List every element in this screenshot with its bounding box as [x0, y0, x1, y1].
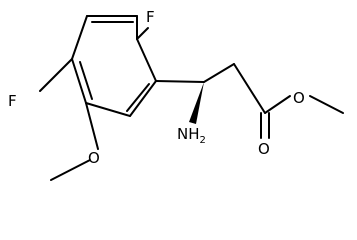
ring-bond-c5-c6	[71, 15, 88, 60]
amine-subscript: 2	[200, 135, 206, 146]
ring-bond-c3-c3-inner	[126, 83, 150, 112]
bond-o-methoxy-to-methyl	[50, 159, 91, 181]
benzene-ring	[71, 15, 157, 117]
bond-to-f-left	[39, 58, 73, 92]
bond-ch2-to-carbonyl-carbon	[233, 63, 266, 114]
amine-label: NH2	[177, 125, 206, 146]
ring-bond-c4-c5	[71, 58, 87, 104]
ring-bond-c1-c2	[136, 38, 157, 82]
oxygen-methoxy-label: O	[88, 149, 100, 167]
molecule-canvas: F F O O O NH2	[8, 8, 344, 181]
wedge-bond-to-amine	[189, 82, 204, 124]
oxygen-carbonyl-label: O	[258, 140, 270, 158]
bond-to-f-top	[136, 27, 149, 40]
bond-carbonyl-carbon-to-o-ester	[264, 95, 291, 114]
ring-bond-c4-c5-inner	[79, 61, 93, 100]
bond-o-ester-to-methyl	[309, 95, 344, 114]
bond-ring-to-o-methoxy	[85, 102, 99, 150]
structure-diagram: F F O O O NH2	[8, 8, 344, 181]
oxygen-ester-label: O	[293, 89, 305, 107]
ring-bond-c3-c4	[85, 102, 131, 117]
bond-chiral-to-ch2	[203, 63, 235, 83]
fluorine-left-label: F	[8, 92, 17, 110]
ring-bond-c2-c3	[129, 80, 157, 117]
amine-nh-text: NH	[177, 125, 200, 143]
bond-ring-to-chiral-carbon	[155, 80, 205, 83]
fluorine-top-label: F	[146, 8, 155, 26]
